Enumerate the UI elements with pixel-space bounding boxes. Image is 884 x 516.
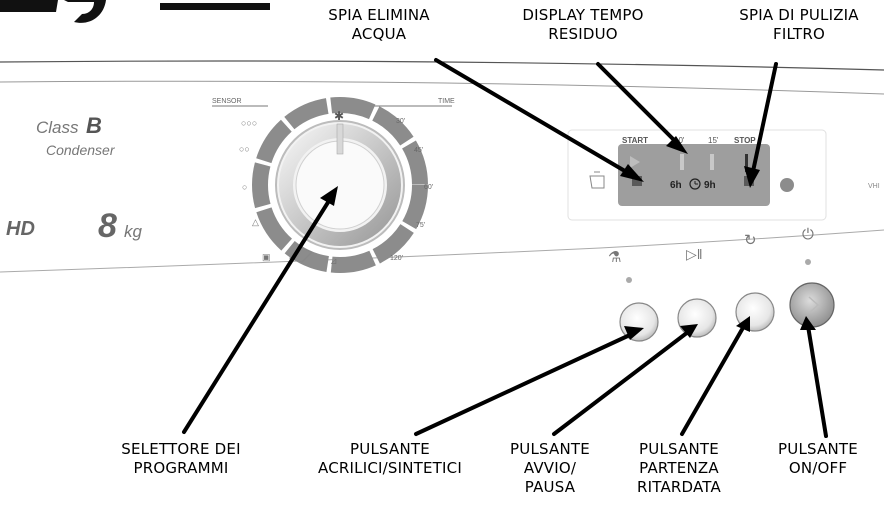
time-mark-120: 120'	[390, 255, 403, 262]
title-fragment-bar	[160, 3, 270, 10]
display-time-left: 6h	[670, 180, 682, 191]
synthetics-led	[626, 277, 632, 283]
callout-time-display-line-1: DISPLAY TEMPO	[522, 6, 644, 24]
power-icon: ⏻	[802, 226, 814, 243]
start-pause-button[interactable]	[677, 298, 717, 338]
display-stop-label: STOP	[734, 136, 756, 145]
callout-program-selector-line-2: PROGRAMMI	[133, 459, 229, 477]
panel-bevel	[0, 80, 884, 95]
callout-filter-light-line-2: FILTRO	[773, 25, 825, 43]
program-dial[interactable]: SENSOR TIME ✱ ○○○ ○○ ○ △ ▣ ⊿ 30' 45' 60'…	[212, 97, 455, 273]
callout-delay-button: PULSANTE PARTENZA RITARDATA	[614, 440, 744, 497]
callout-onoff-button: PULSANTE ON/OFF	[762, 440, 874, 478]
sensor-symbol-3: ○○○	[241, 118, 257, 128]
time-mark-60: 60'	[424, 184, 433, 191]
power-led	[805, 259, 811, 265]
callout-program-selector: SELETTORE DEI PROGRAMMI	[100, 440, 262, 478]
callout-program-selector-line-1: SELETTORE DEI	[121, 440, 241, 458]
stop-indicator	[745, 154, 748, 172]
bar-indicator-15	[710, 154, 714, 170]
sensor-symbol-2: ○○	[239, 144, 250, 154]
callout-synthetics-button-line-2: ACRILICI/SINTETICI	[318, 459, 462, 477]
callout-arrowheads	[320, 136, 816, 340]
callout-filter-light: SPIA DI PULIZIA FILTRO	[720, 6, 878, 44]
display-time-right: 9h	[704, 180, 716, 191]
clock-icon	[689, 178, 701, 190]
callout-water-light-line-1: SPIA ELIMINA	[328, 6, 430, 24]
display-frame	[567, 129, 827, 221]
start-pause-icon: ▷‖	[686, 246, 703, 262]
callout-delay-button-line-3: RITARDATA	[637, 478, 721, 496]
dryer-type-label: Condenser	[46, 142, 116, 158]
energy-class-prefix: Class	[36, 118, 79, 137]
hanger-icon: ⊿	[330, 256, 338, 266]
callout-leaders	[182, 58, 828, 438]
drop-icon: △	[252, 217, 259, 227]
sensor-symbol-1: ○	[242, 182, 247, 192]
callout-time-display: DISPLAY TEMPO RESIDUO	[508, 6, 658, 44]
shirt-icon: ▣	[262, 252, 271, 262]
title-fragment	[0, 0, 58, 12]
callout-start-pause-button-line-3: PAUSA	[524, 478, 576, 496]
callout-water-light-line-2: ACQUA	[351, 25, 407, 43]
model-suffix: HD	[6, 218, 35, 240]
time-display	[618, 144, 770, 206]
indicator-led	[780, 178, 794, 192]
onoff-button-arrow	[808, 296, 820, 314]
callout-synthetics-button: PULSANTE ACRILICI/SINTETICI	[292, 440, 488, 478]
callout-time-display-line-2: RESIDUO	[548, 25, 618, 43]
callout-synthetics-button-line-1: PULSANTE	[350, 440, 430, 458]
capacity-unit: kg	[124, 222, 143, 241]
play-indicator	[630, 156, 640, 168]
callout-start-pause-button: PULSANTE AVVIO/ PAUSA	[490, 440, 610, 497]
water-tank-icon	[589, 171, 605, 189]
capacity-number: 8	[98, 207, 117, 245]
synthetics-icon: ⚗	[608, 249, 621, 266]
callout-filter-light-line-1: SPIA DI PULIZIA	[739, 6, 859, 24]
display-mark-10: 10'	[674, 136, 685, 145]
callout-start-pause-button-line-1: PULSANTE	[510, 440, 590, 458]
callout-start-pause-button-line-2: AVVIO/	[523, 459, 577, 477]
dial-pointer	[336, 123, 344, 155]
callout-onoff-button-line-2: ON/OFF	[788, 459, 848, 477]
callout-onoff-button-line-1: PULSANTE	[778, 440, 858, 458]
water-tank-light	[632, 176, 642, 186]
dial-outer-ring	[252, 97, 428, 273]
callout-water-light: SPIA ELIMINA ACQUA	[312, 6, 446, 44]
fan-icon: ✱	[334, 109, 344, 123]
panel-curve-line	[0, 229, 884, 273]
energy-class-letter: B	[86, 113, 102, 138]
time-mark-75: 75'	[416, 222, 425, 229]
display-start-label: START	[622, 136, 648, 145]
callout-delay-button-line-1: PULSANTE	[639, 440, 719, 458]
title-fragment-g	[64, 0, 106, 23]
dial-time-label: TIME	[438, 98, 455, 105]
delay-start-icon: ↻	[744, 232, 757, 249]
dial-sensor-label: SENSOR	[212, 98, 242, 105]
display-mark-15: 15'	[708, 136, 719, 145]
bar-indicator-10	[680, 154, 684, 170]
time-mark-30: 30'	[396, 118, 405, 125]
onoff-button[interactable]	[789, 282, 835, 328]
time-mark-45: 45'	[414, 147, 423, 154]
side-text: VHI	[868, 183, 880, 190]
callout-delay-button-line-2: PARTENZA	[639, 459, 719, 477]
